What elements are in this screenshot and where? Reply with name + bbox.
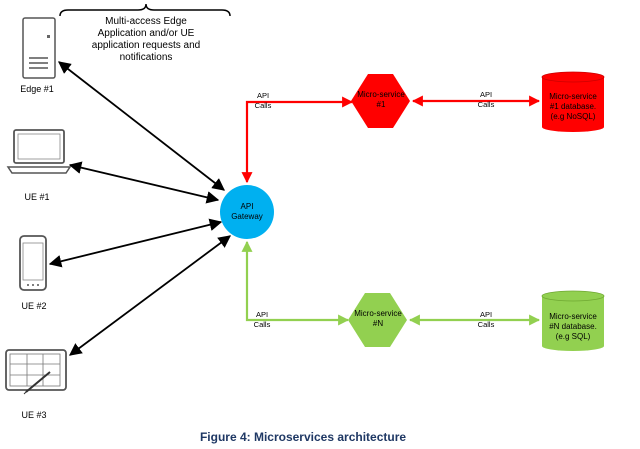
svg-text:notifications: notifications: [120, 52, 173, 63]
ue1-label: UE #1: [24, 192, 49, 202]
svg-text:API: API: [480, 310, 492, 319]
ue1-gateway-arrow: [68, 161, 220, 204]
microservice-n-database: [541, 290, 605, 351]
api-calls-label-red-db: API Calls: [478, 90, 495, 109]
microservice-n-database-label: Micro-service #N database. (e.g SQL): [549, 312, 597, 341]
microservice-1-node: [351, 74, 410, 128]
svg-text:#1: #1: [377, 100, 386, 109]
svg-text:(e.g NoSQL): (e.g NoSQL): [551, 112, 596, 121]
svg-text:#N: #N: [373, 319, 383, 328]
svg-text:#1 database.: #1 database.: [550, 102, 596, 111]
brace-note: Multi-access Edge Application and/or UE …: [92, 16, 200, 63]
edge1-label: Edge #1: [20, 84, 54, 94]
svg-text:Calls: Calls: [478, 100, 495, 109]
microservice-1-database-label: Micro-service #1 database. (e.g NoSQL): [549, 92, 597, 121]
edge1-gateway-arrow: [58, 61, 225, 191]
svg-text:Multi-access Edge: Multi-access Edge: [105, 16, 187, 27]
svg-text:(e.g SQL): (e.g SQL): [556, 332, 591, 341]
api-gateway-label: API Gateway: [231, 202, 263, 221]
microservice-n-node: [348, 293, 407, 347]
svg-text:#N database.: #N database.: [549, 322, 597, 331]
svg-text:Micro-service: Micro-service: [357, 90, 405, 99]
api-gateway-node: [220, 185, 274, 239]
api-calls-label-green: API Calls: [254, 310, 271, 329]
svg-text:API: API: [241, 202, 254, 211]
svg-text:Calls: Calls: [478, 320, 495, 329]
figure-caption: Figure 4: Microservices architecture: [200, 430, 406, 444]
smartphone-icon: [19, 235, 47, 291]
tablet-icon: [5, 349, 67, 395]
ue2-gateway-arrow: [48, 218, 223, 268]
svg-text:API: API: [256, 310, 268, 319]
svg-text:application requests and: application requests and: [92, 40, 200, 51]
svg-text:Calls: Calls: [255, 101, 272, 110]
server-icon: [22, 17, 56, 79]
svg-text:API: API: [257, 91, 269, 100]
laptop-icon: [6, 129, 72, 174]
microservice-1-database: [541, 71, 605, 132]
microservice-1-label: Micro-service #1: [357, 90, 405, 109]
svg-text:API: API: [480, 90, 492, 99]
svg-text:Micro-service: Micro-service: [354, 309, 402, 318]
gateway-msn-arrow: [241, 240, 350, 326]
api-calls-label-red: API Calls: [255, 91, 272, 110]
brace: [59, 3, 231, 17]
svg-text:Application and/or UE: Application and/or UE: [98, 28, 195, 39]
api-calls-label-green-db: API Calls: [478, 310, 495, 329]
ue2-label: UE #2: [21, 301, 46, 311]
svg-text:Micro-service: Micro-service: [549, 312, 597, 321]
svg-text:Calls: Calls: [254, 320, 271, 329]
microservice-n-label: Micro-service #N: [354, 309, 402, 328]
ue3-label: UE #3: [21, 410, 46, 420]
svg-text:Micro-service: Micro-service: [549, 92, 597, 101]
ue3-gateway-arrow: [68, 235, 232, 356]
svg-text:Gateway: Gateway: [231, 212, 263, 221]
gateway-ms1-arrow: [241, 96, 354, 184]
